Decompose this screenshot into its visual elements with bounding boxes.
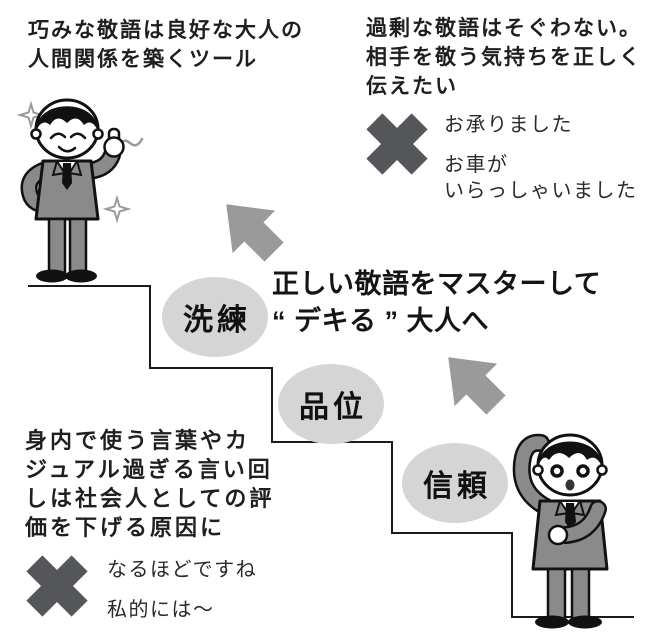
top-right-note: 過剰な敬語はそぐわない。 相手を敬う気持ちを正しく 伝えたい	[366, 14, 642, 101]
bottom-left-note-line2: ジュアル過ぎる言い回	[25, 457, 273, 482]
top-left-note-line1: 巧みな敬語は良好な大人の	[28, 19, 304, 42]
bottom-left-note-line4: 価を下げる原因に	[25, 515, 226, 540]
step-circle-trust: 信頼	[402, 443, 508, 523]
bottom-bad-examples: なるほどですね 私的には〜	[107, 557, 257, 623]
arrow-up-left-icon	[226, 204, 284, 262]
bottom-left-note: 身内で使う言葉やカ ジュアル過ぎる言い回 しは社会人としての評 価を下げる原因に	[25, 426, 274, 542]
headline-line1: 正しい敬語をマスターして	[272, 269, 602, 299]
top-bad-examples: お承りました お車が いらっしゃいました	[444, 112, 638, 204]
bad-example-item: 私的には〜	[107, 599, 215, 621]
bad-example-item: いらっしゃいました	[444, 180, 638, 202]
bottom-left-note-line1: 身内で使う言葉やカ	[25, 428, 251, 453]
bottom-left-note-line3: しは社会人としての評	[25, 486, 275, 511]
top-left-note: 巧みな敬語は良好な大人の 人間関係を築くツール	[28, 16, 304, 74]
step-label: 品位	[299, 391, 367, 424]
top-right-note-line2: 相手を敬う気持ちを正しく	[366, 46, 642, 69]
confused-businessman-illustration	[512, 433, 609, 629]
bad-example-item: お承りました	[444, 114, 573, 136]
top-left-note-line2: 人間関係を築くツール	[28, 48, 258, 71]
bad-example-item: なるほどですね	[107, 559, 258, 581]
top-right-note-line3: 伝えたい	[366, 75, 458, 98]
step-label: 信頼	[423, 470, 491, 503]
arrow-up-left-icon	[448, 357, 506, 415]
x-mark-icon	[366, 113, 428, 175]
headline: 正しい敬語をマスターして “ デキる ” 大人へ	[272, 266, 601, 340]
top-right-note-line1: 過剰な敬語はそぐわない。	[366, 17, 642, 40]
x-mark-icon	[26, 555, 88, 617]
headline-line2: “ デキる ” 大人へ	[272, 306, 490, 336]
sparkle-icon	[16, 100, 144, 224]
bad-example-item: お車が	[444, 154, 509, 176]
step-circle-dignity: 品位	[278, 364, 384, 444]
confident-businessman-illustration	[16, 98, 144, 283]
step-circle-refinement: 洗練	[162, 277, 268, 357]
step-label: 洗練	[183, 304, 251, 337]
